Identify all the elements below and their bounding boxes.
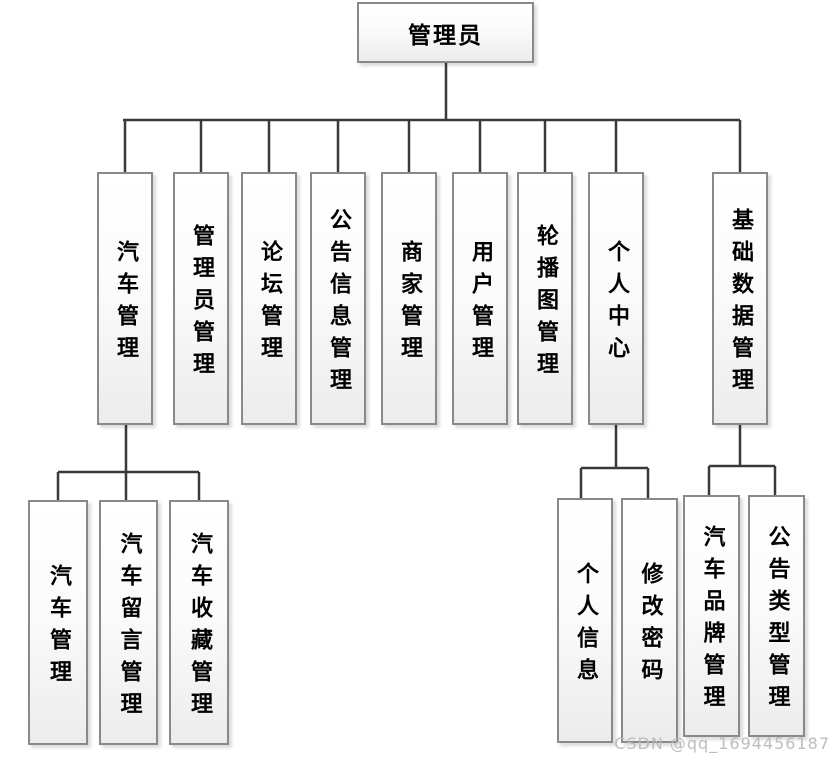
node-admin-root: 管理员 xyxy=(357,2,534,63)
node-label: 用户管理 xyxy=(468,239,493,368)
node-label: 汽车收藏管理 xyxy=(187,531,212,724)
node-label: 汽车管理 xyxy=(113,239,138,368)
node-car-management: 汽车管理 xyxy=(97,172,153,425)
node-label: 轮播图管理 xyxy=(533,223,558,384)
node-forum-management: 论坛管理 xyxy=(241,172,297,425)
node-personal-info: 个人信息 xyxy=(557,498,613,743)
node-change-password: 修改密码 xyxy=(621,498,678,743)
node-car-message-management: 汽车留言管理 xyxy=(99,500,158,745)
node-car-brand-management: 汽车品牌管理 xyxy=(683,495,740,737)
node-label: 汽车留言管理 xyxy=(116,531,142,724)
watermark-text: CSDN @qq_1694456187 xyxy=(614,734,830,753)
node-announcement-type-management: 公告类型管理 xyxy=(748,495,805,737)
node-label: 修改密码 xyxy=(637,561,663,690)
node-carousel-management: 轮播图管理 xyxy=(517,172,573,425)
node-label: 论坛管理 xyxy=(257,239,282,368)
node-label: 管理员 xyxy=(408,22,483,49)
node-label: 公告类型管理 xyxy=(764,525,790,717)
node-car-favorite-management: 汽车收藏管理 xyxy=(169,500,229,745)
node-announcement-info-management: 公告信息管理 xyxy=(310,172,366,425)
node-label: 汽车管理 xyxy=(46,563,71,692)
node-label: 公告信息管理 xyxy=(326,207,351,400)
node-admin-management: 管理员管理 xyxy=(173,172,229,425)
node-label: 个人信息 xyxy=(573,561,598,690)
node-user-management: 用户管理 xyxy=(452,172,508,425)
node-car-management-sub: 汽车管理 xyxy=(28,500,88,745)
node-personal-center: 个人中心 xyxy=(588,172,644,425)
node-label: 基础数据管理 xyxy=(728,207,753,400)
node-merchant-management: 商家管理 xyxy=(381,172,437,425)
node-basic-data-management: 基础数据管理 xyxy=(712,172,768,425)
node-label: 个人中心 xyxy=(604,239,629,368)
node-label: 汽车品牌管理 xyxy=(699,525,725,717)
node-label: 管理员管理 xyxy=(189,223,214,384)
node-label: 商家管理 xyxy=(397,239,422,368)
